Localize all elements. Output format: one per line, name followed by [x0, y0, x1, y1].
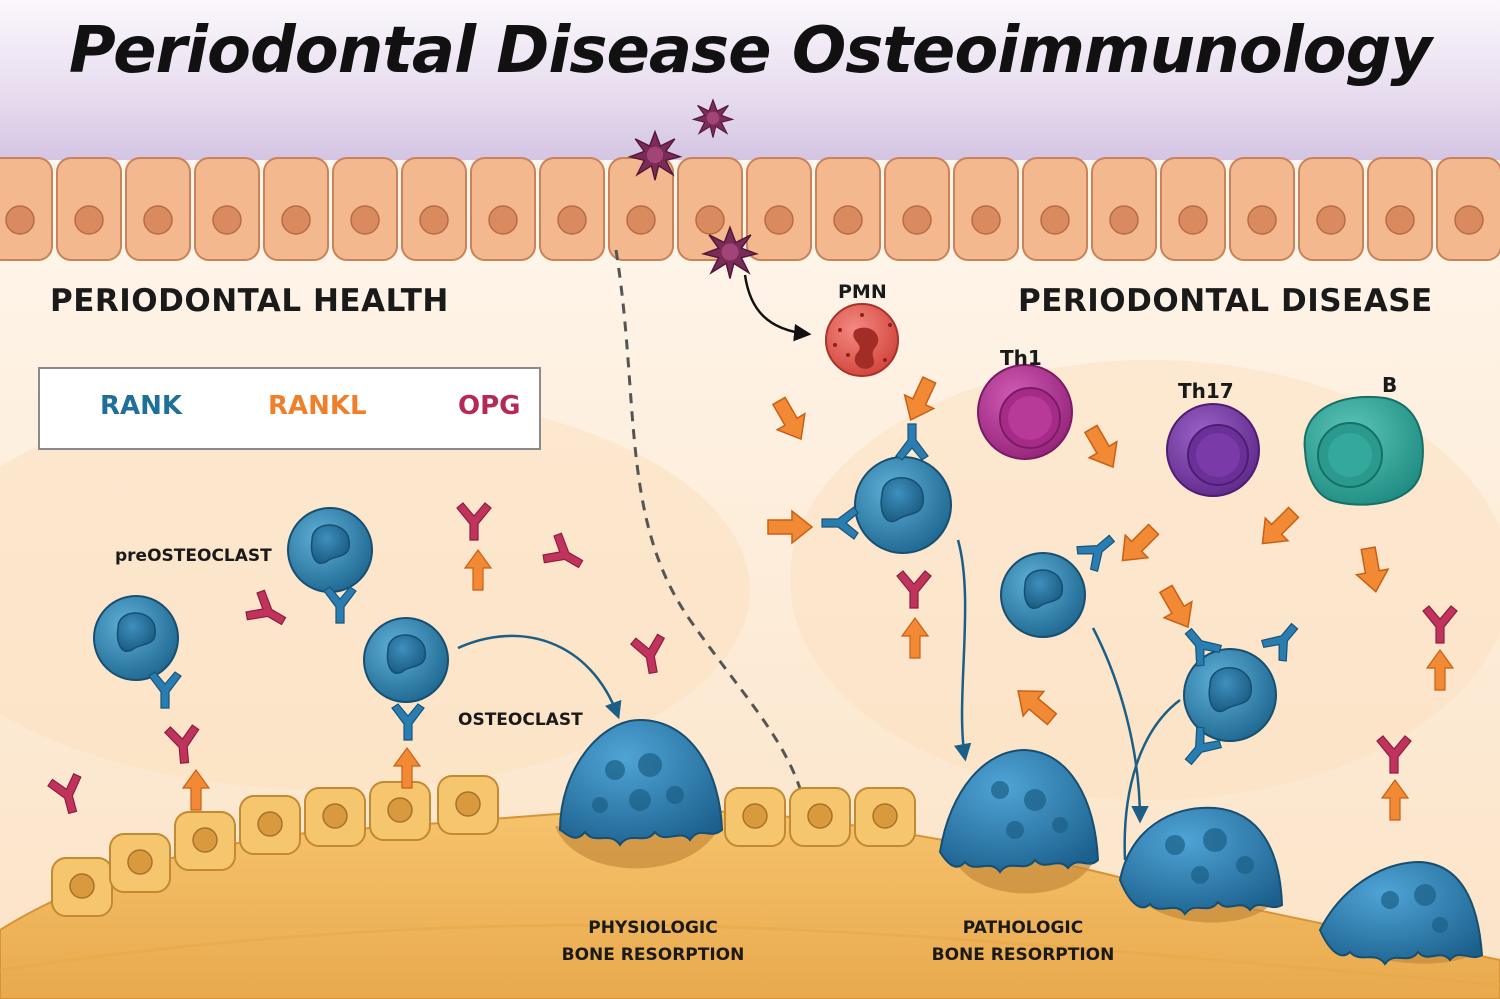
legend-rankl-label: RANKL [268, 391, 367, 421]
pathologic-caption: PATHOLOGIC BONE RESORPTION [918, 915, 1128, 969]
pathologic-caption-line1: PATHOLOGIC [962, 918, 1084, 938]
epithelial-cell [1022, 157, 1088, 261]
osteoblast-cell [789, 787, 851, 847]
preosteoclast-cell-1 [93, 595, 182, 709]
osteoblast-cell [437, 775, 499, 835]
th1-cell [977, 364, 1073, 460]
epithelial-cell [677, 157, 743, 261]
osteoclast-label: OSTEOCLAST [458, 710, 583, 730]
epithelial-cell [125, 157, 191, 261]
th17-label: Th17 [1178, 379, 1234, 403]
epithelial-cell [470, 157, 536, 261]
preosteoclast-cell-2 [287, 507, 373, 624]
legend-rank-label: RANK [100, 391, 183, 421]
physiologic-caption: PHYSIOLOGIC BONE RESORPTION [548, 915, 758, 969]
epithelial-cell [1298, 157, 1364, 261]
physiologic-caption-line1: PHYSIOLOGIC [588, 918, 718, 938]
osteoblast-row [51, 775, 916, 917]
epithelial-cell [263, 157, 329, 261]
osteoclast-pathologic-2 [1118, 806, 1284, 916]
section-disease-heading: PERIODONTAL DISEASE [1018, 283, 1433, 319]
osteoblast-cell [239, 795, 301, 855]
osteoblast-cell [109, 833, 171, 893]
activated-cell-2 [1000, 525, 1123, 638]
osteoblast-cell [854, 787, 916, 847]
osteoblast-cell [369, 781, 431, 841]
th1-label: Th1 [1000, 346, 1042, 370]
legend-opg-label: OPG [458, 391, 521, 421]
osteoblast-cell [724, 787, 786, 847]
th17-cell [1166, 403, 1260, 497]
pmn-label: PMN [838, 281, 887, 303]
osteoclast-pathologic-1 [938, 748, 1100, 874]
epithelial-cell [194, 157, 260, 261]
b-cell-label: B [1382, 373, 1398, 397]
osteoclast-physiologic [558, 718, 724, 847]
epithelial-cell [815, 157, 881, 261]
epithelial-cell [1436, 157, 1500, 261]
epithelial-cell [1367, 157, 1433, 261]
legend-box: RANK RANKL OPG [38, 367, 541, 450]
epithelial-cell [401, 157, 467, 261]
activated-cell-3 [1175, 615, 1308, 773]
epithelial-cell [608, 157, 674, 261]
epithelial-cell [0, 157, 53, 261]
epithelial-cell [953, 157, 1019, 261]
physiologic-caption-line2: BONE RESORPTION [561, 945, 745, 965]
epithelial-cell [884, 157, 950, 261]
epithelial-cell [539, 157, 605, 261]
epithelial-cell [332, 157, 398, 261]
activated-cell-1 [821, 423, 952, 554]
epithelium-layer [0, 157, 1500, 261]
pmn-cell [825, 303, 899, 377]
diagram-title: Periodontal Disease Osteoimmunology [68, 14, 1432, 88]
osteoblast-cell [174, 811, 236, 871]
osteoblast-cell [304, 787, 366, 847]
section-health-heading: PERIODONTAL HEALTH [50, 283, 449, 319]
epithelial-cell [746, 157, 812, 261]
osteoclast-pathologic-3 [1318, 860, 1484, 966]
preosteoclast-label: preOSTEOCLAST [115, 546, 272, 566]
preosteoclast-cell-3 [363, 617, 449, 741]
epithelial-cell [1091, 157, 1157, 261]
osteoblast-cell [51, 857, 113, 917]
pathologic-caption-line2: BONE RESORPTION [931, 945, 1115, 965]
epithelial-cell [56, 157, 122, 261]
b-cell [1303, 395, 1424, 506]
epithelial-cell [1160, 157, 1226, 261]
epithelial-cell [1229, 157, 1295, 261]
